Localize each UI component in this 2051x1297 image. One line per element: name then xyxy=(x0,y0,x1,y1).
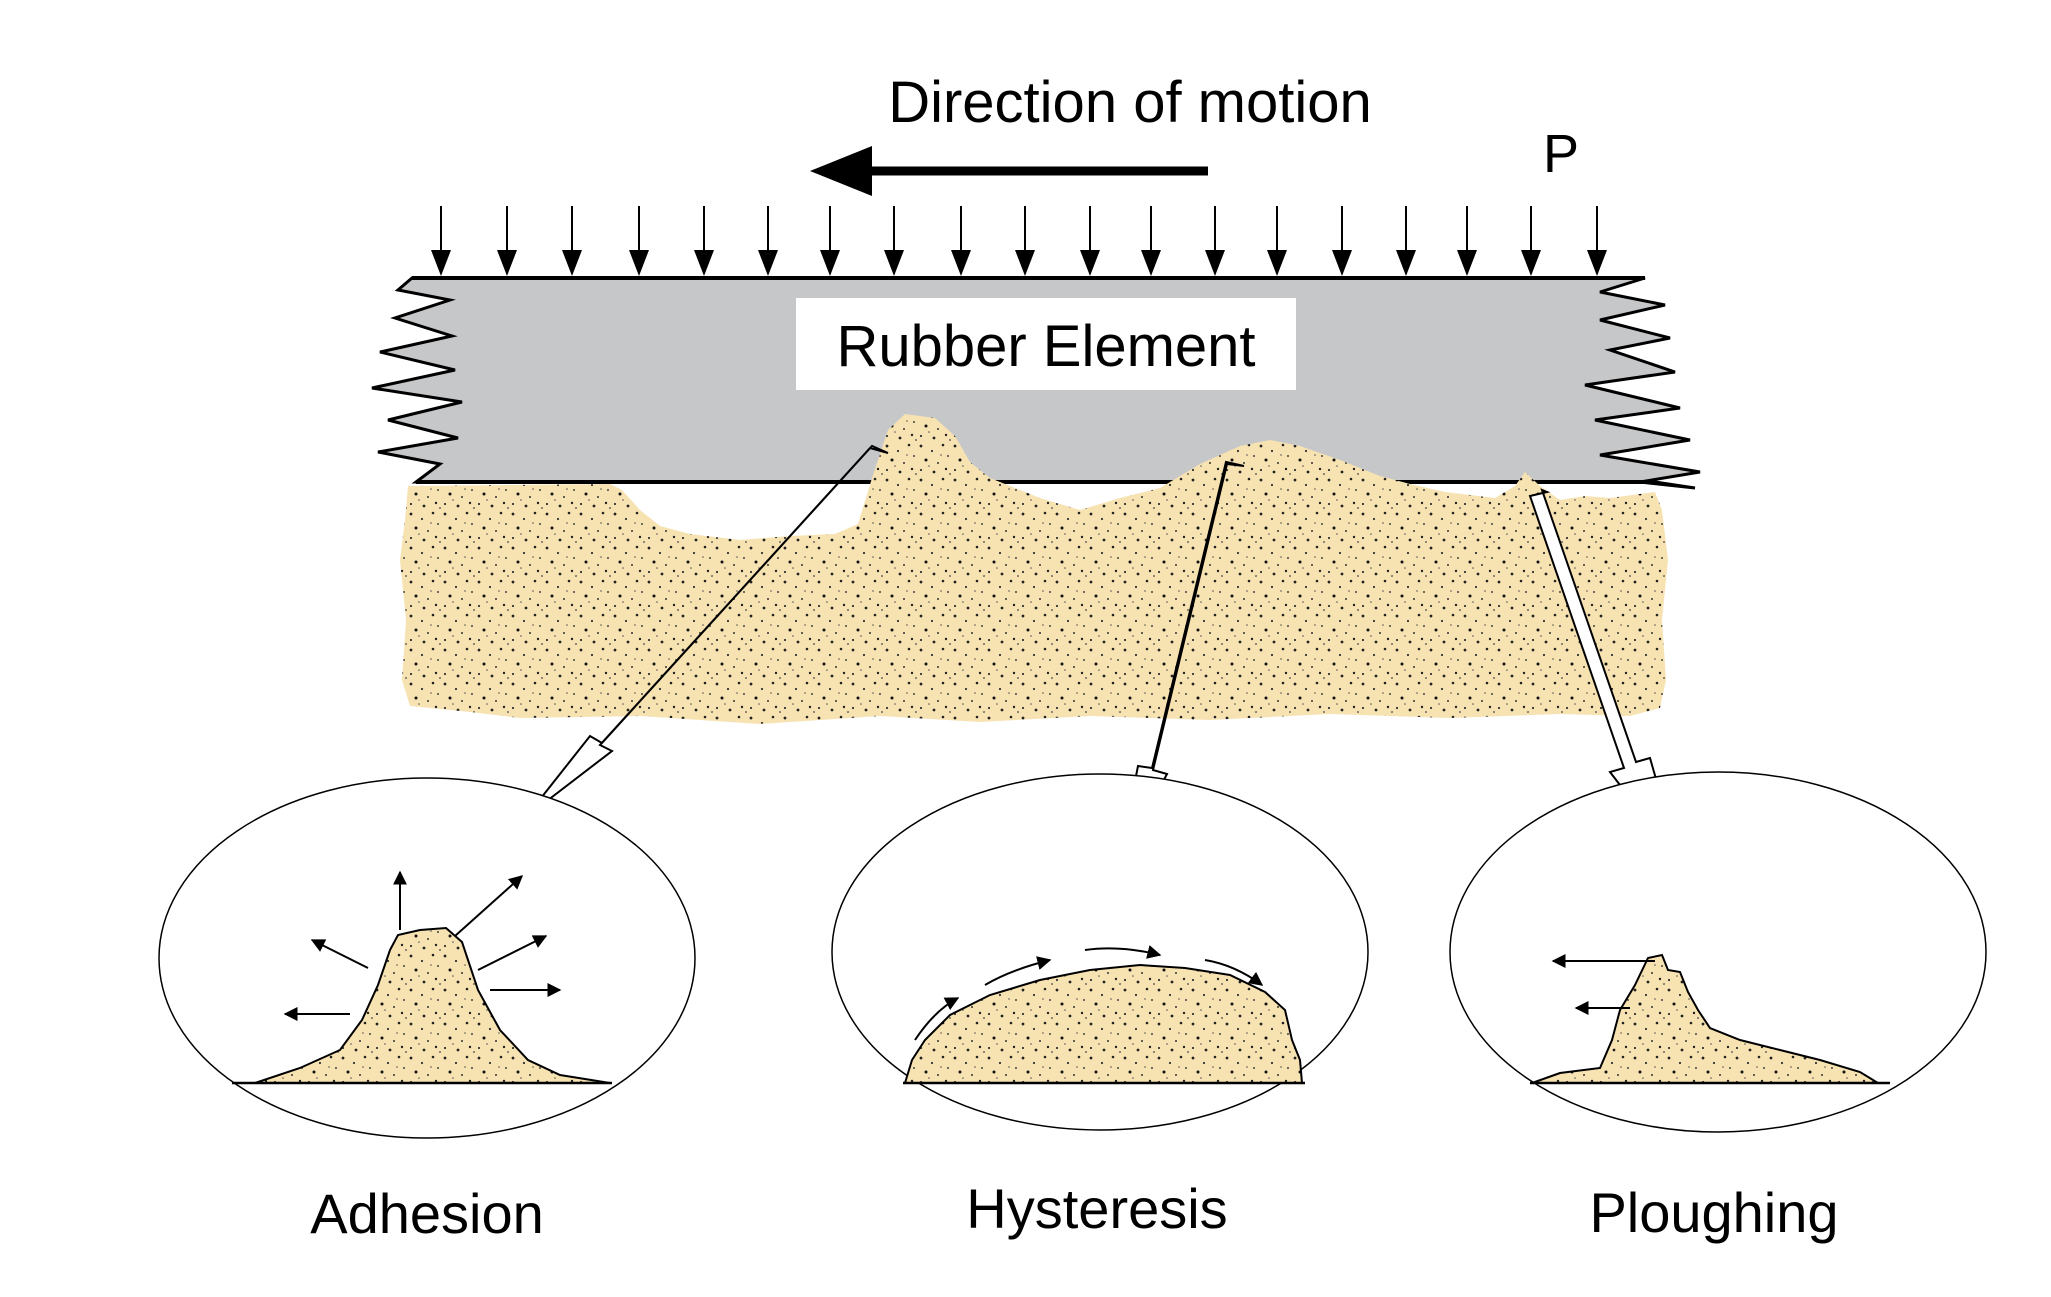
ploughing-inset xyxy=(1449,771,1987,1133)
mechanism-label-hysteresis: Hysteresis xyxy=(966,1177,1227,1240)
pressure-arrow xyxy=(1015,206,1035,276)
pressure-arrow xyxy=(820,206,840,276)
mechanism-label-ploughing: Ploughing xyxy=(1589,1181,1838,1244)
pressure-arrow xyxy=(1587,206,1607,276)
aggregate-surface xyxy=(400,414,1668,724)
pressure-label: P xyxy=(1543,124,1579,184)
pressure-arrows xyxy=(431,206,1607,276)
rubber-label: Rubber Element xyxy=(836,314,1255,379)
pressure-arrow xyxy=(1080,206,1100,276)
pressure-arrow xyxy=(497,206,517,276)
pressure-arrow xyxy=(694,206,714,276)
pressure-arrow xyxy=(1521,206,1541,276)
pressure-arrow xyxy=(1141,206,1161,276)
pressure-arrow xyxy=(758,206,778,276)
pressure-arrow xyxy=(562,206,582,276)
pressure-arrow xyxy=(1332,206,1352,276)
pressure-arrow xyxy=(884,206,904,276)
adhesion-inset xyxy=(158,777,696,1139)
pressure-arrow xyxy=(431,206,451,276)
pressure-arrow xyxy=(1457,206,1477,276)
motion-label: Direction of motion xyxy=(888,70,1372,135)
motion-arrow xyxy=(810,146,1208,196)
mechanism-label-adhesion: Adhesion xyxy=(310,1182,544,1245)
pressure-arrow xyxy=(1396,206,1416,276)
rubber-label-box: Rubber Element xyxy=(796,298,1296,390)
pressure-arrow xyxy=(1267,206,1287,276)
pressure-arrow xyxy=(951,206,971,276)
hysteresis-inset xyxy=(831,773,1369,1131)
pressure-arrow xyxy=(1205,206,1225,276)
pressure-arrow xyxy=(629,206,649,276)
